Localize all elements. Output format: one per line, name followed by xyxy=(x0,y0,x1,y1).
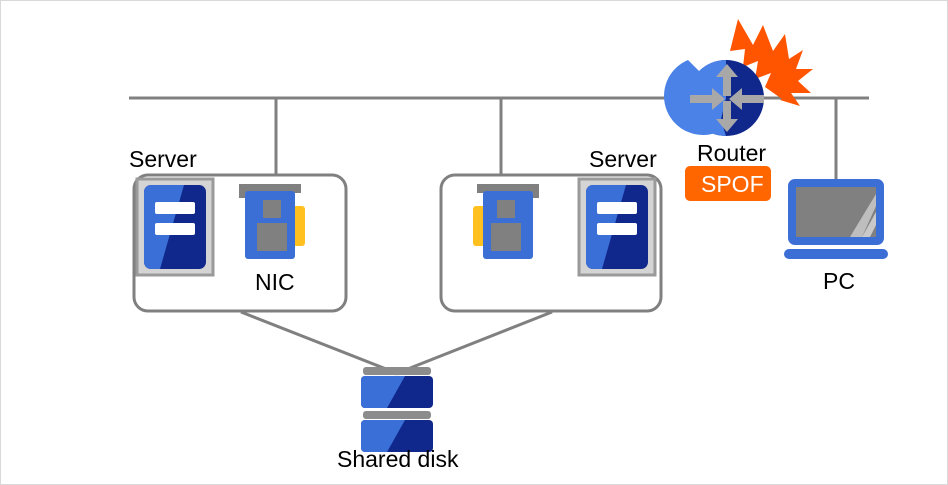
link-server-right-to-disk xyxy=(394,310,553,376)
router-arrows-icon xyxy=(690,64,764,132)
server-left-label: Server xyxy=(129,146,197,172)
shared-disk-group[interactable]: Shared disk xyxy=(337,367,459,472)
server-icon-left xyxy=(135,177,215,277)
server-right-group[interactable]: Server xyxy=(439,146,663,313)
link-server-left-to-disk xyxy=(240,310,400,376)
router-group[interactable]: Router SPOF xyxy=(664,19,813,201)
failure-burst-icon xyxy=(730,19,813,106)
pc-icon[interactable] xyxy=(784,179,888,259)
nic-left-label: NIC xyxy=(255,269,295,295)
server-icon-right xyxy=(577,177,657,277)
shared-disk-icon[interactable] xyxy=(361,367,433,452)
pc-label: PC xyxy=(823,268,855,294)
server-right-label: Server xyxy=(589,146,657,172)
router-label: Router xyxy=(697,140,766,166)
shared-disk-label: Shared disk xyxy=(337,446,459,472)
spof-badge[interactable] xyxy=(685,166,771,201)
nic-icon-left xyxy=(239,184,305,259)
server-left-group[interactable]: Server NIC xyxy=(129,146,348,313)
pc-group[interactable]: PC xyxy=(784,179,888,294)
nic-icon-right xyxy=(473,184,539,259)
spof-badge-label: SPOF xyxy=(701,171,764,197)
